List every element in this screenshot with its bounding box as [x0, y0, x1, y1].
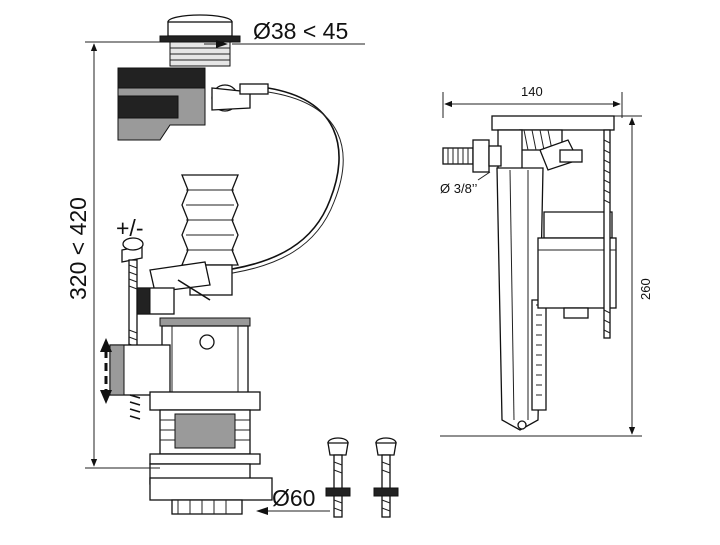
fill-valve-head: [491, 115, 615, 171]
base-nut: [149, 463, 273, 515]
bottom-diameter-label: Ø60: [272, 485, 315, 511]
inlet-fitting: [442, 139, 502, 181]
height-adjuster: [121, 237, 144, 361]
push-button: [159, 14, 241, 67]
release-cable: [209, 87, 340, 273]
adjust-arrow: [100, 338, 112, 404]
height-range-label: 320 < 420: [65, 197, 91, 300]
fill-valve-drawing: 140 260 Ø 3/8’’: [440, 84, 653, 437]
adjust-label: +/-: [116, 215, 143, 241]
cable-housing: [117, 67, 269, 141]
fill-valve-float: [537, 211, 617, 319]
width-label: 140: [521, 84, 543, 99]
fixing-bolt-right: [373, 437, 399, 518]
float-adjust-rod: [603, 129, 611, 339]
flush-valve-drawing: Ø38 < 45 320 < 420 +/- Ø60: [65, 14, 399, 518]
valve-body: [109, 317, 261, 465]
fill-valve-tube: [496, 167, 547, 431]
fill-height-label: 260: [638, 278, 653, 300]
inlet-label: Ø 3/8’’: [440, 181, 477, 196]
fixing-bolt-left: [325, 437, 351, 518]
top-diameter-label: Ø38 < 45: [253, 18, 348, 44]
bellows: [181, 174, 239, 296]
